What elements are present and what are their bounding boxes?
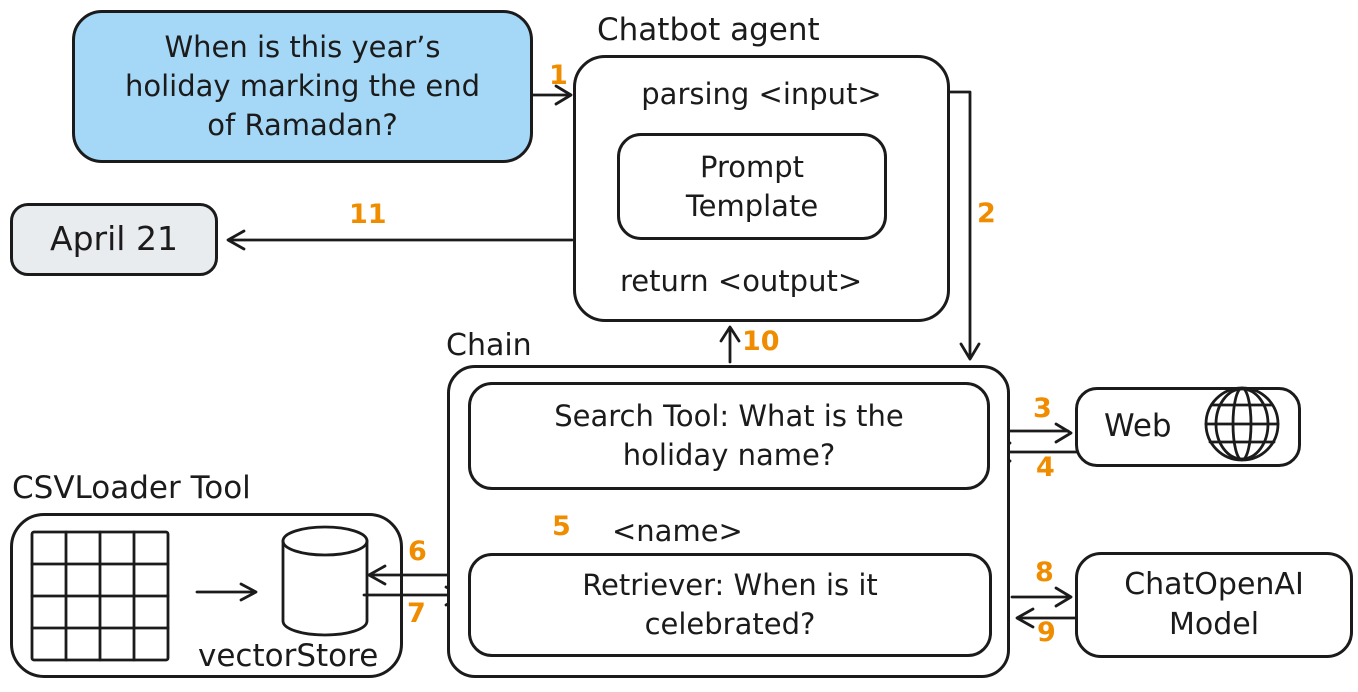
web-label: Web (1104, 408, 1172, 445)
arrow-label-10: 10 (742, 326, 780, 357)
prompt-template-line2: Template (685, 188, 819, 223)
arrow-label-9: 9 (1037, 617, 1056, 648)
arrow-9 (1015, 607, 1078, 629)
arrow-2 (948, 90, 981, 361)
chat-openai-line1: ChatOpenAI (1124, 566, 1304, 602)
search-tool-line1: Search Tool: What is the (554, 399, 904, 434)
user-question-box: When is this year’s holiday marking the … (72, 10, 533, 163)
vectorstore-label: vectorStore (198, 638, 379, 674)
prompt-template-box: Prompt Template (617, 133, 887, 240)
search-tool-box: Search Tool: What is the holiday name? (468, 382, 990, 490)
user-question-line1: When is this year’s (164, 30, 441, 65)
parsing-input-label: parsing <input> (641, 77, 882, 111)
web-box: Web (1075, 387, 1301, 467)
arrow-10 (719, 325, 741, 364)
chat-openai-box: ChatOpenAI Model (1075, 552, 1353, 658)
csv-internal-arrow (195, 582, 258, 602)
name-tag: <name> (612, 514, 743, 548)
arrow-label-7: 7 (407, 598, 426, 629)
arrow-label-8: 8 (1035, 557, 1054, 588)
arrow-label-2: 2 (977, 198, 996, 229)
arrow-label-6: 6 (408, 536, 427, 567)
arrow-11 (226, 229, 574, 251)
chain-title: Chain (446, 328, 532, 363)
user-question-line2: holiday marking the end (124, 69, 481, 104)
arrow-label-11: 11 (349, 199, 387, 230)
answer-label: April 21 (50, 219, 178, 259)
csv-table-icon (30, 530, 170, 662)
csvloader-box (10, 513, 403, 678)
csvloader-title: CSVLoader Tool (12, 470, 251, 506)
arrow-label-3: 3 (1033, 393, 1052, 424)
arrow-label-5: 5 (552, 511, 571, 542)
user-question-line3: of Ramadan? (207, 107, 398, 142)
retriever-line1: Retriever: When is it (582, 568, 878, 603)
return-output-label: return <output> (620, 264, 863, 298)
retriever-line2: celebrated? (644, 607, 816, 641)
globe-icon (1204, 386, 1280, 462)
arrow-label-4: 4 (1036, 452, 1055, 483)
arrow-label-1: 1 (549, 60, 568, 91)
arrow-1 (531, 84, 573, 106)
answer-box: April 21 (10, 203, 218, 276)
chatbot-agent-title: Chatbot agent (597, 12, 820, 48)
retriever-box: Retriever: When is it celebrated? (468, 553, 992, 657)
chat-openai-line2: Model (1168, 607, 1260, 642)
arrow-8 (1010, 586, 1073, 608)
chain-box (447, 365, 1010, 678)
prompt-template-line1: Prompt (699, 149, 805, 184)
vectorstore-database-icon (281, 525, 369, 637)
search-tool-line2: holiday name? (622, 438, 836, 472)
